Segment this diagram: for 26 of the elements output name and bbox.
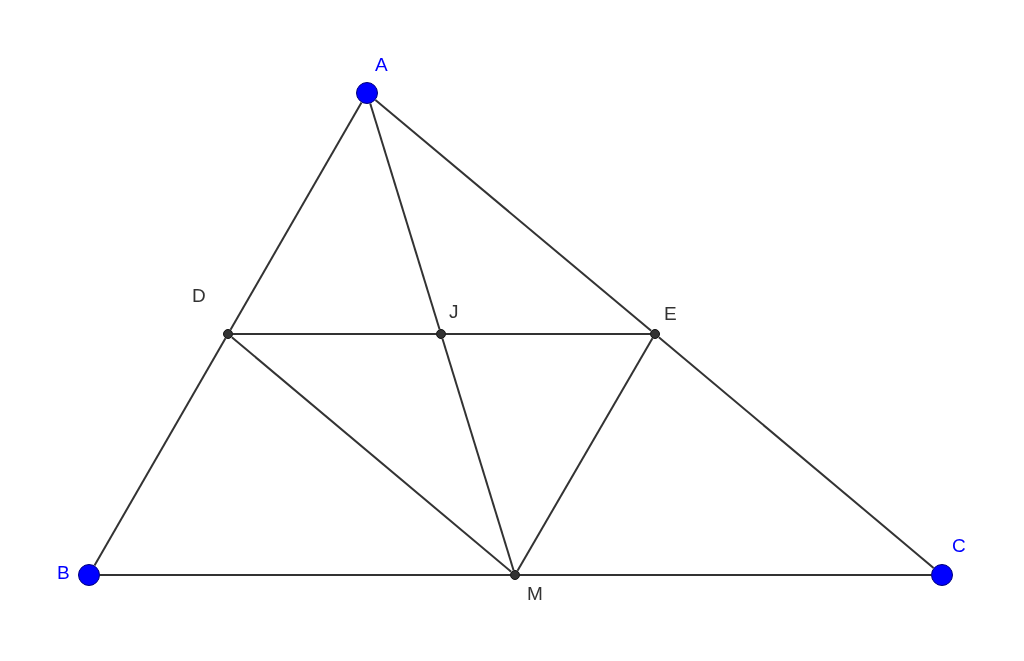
point-label: A	[375, 55, 388, 74]
point-dot	[436, 329, 446, 339]
line-segment	[229, 101, 363, 331]
point-label: D	[192, 286, 206, 305]
point-label: M	[527, 584, 543, 603]
point-dot	[510, 570, 520, 580]
line-segment	[230, 336, 513, 573]
line-segment	[445, 333, 651, 335]
line-segment	[441, 337, 515, 572]
point-dot	[78, 564, 100, 586]
point-dot	[650, 329, 660, 339]
line-segment	[369, 102, 441, 331]
point-dot	[223, 329, 233, 339]
line-segment	[93, 337, 227, 567]
point-label: B	[57, 563, 70, 582]
point-dot	[931, 564, 953, 586]
point-label: C	[952, 536, 966, 555]
line-segment	[374, 99, 653, 332]
point-dot	[356, 82, 378, 104]
line-segment	[232, 333, 437, 335]
line-segment	[657, 336, 935, 569]
line-segment	[519, 574, 932, 576]
point-label: J	[449, 302, 459, 321]
line-segment	[516, 337, 654, 572]
point-label: E	[664, 304, 677, 323]
line-segment	[99, 574, 511, 576]
